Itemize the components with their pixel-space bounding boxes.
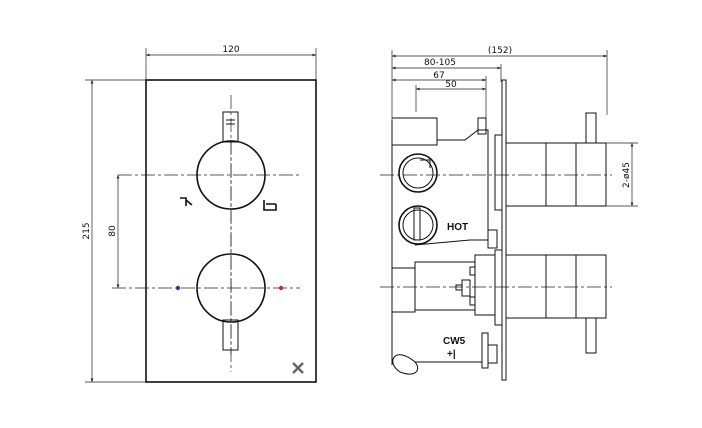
wall-plate [501, 79, 507, 381]
knob-spacing-label: 80 [108, 225, 118, 237]
valve-body [391, 117, 438, 365]
top-knob-side [505, 112, 607, 207]
faceplate [145, 79, 317, 383]
cw5-label: CW5 [443, 336, 466, 347]
front-view: 120 215 80 [82, 45, 317, 383]
cartridge-top [398, 153, 438, 193]
wall-depth-label: 80-105 [424, 58, 456, 68]
bottom-knob [196, 253, 266, 351]
knob-diameter-label: 2-ø45 [622, 162, 632, 188]
brand-x-logo [292, 362, 304, 374]
cartridge-hot [398, 205, 438, 245]
hot-indicator-dot [278, 285, 284, 291]
bottom-knob-side [505, 254, 607, 354]
cold-indicator-dot [175, 285, 181, 291]
dim-67-label: 67 [433, 71, 444, 81]
overall-depth-label: (152) [488, 46, 512, 56]
hot-label: HOT [447, 222, 468, 233]
bath-icon [263, 200, 277, 211]
height-dim-label: 215 [82, 222, 92, 239]
shower-icon [180, 197, 193, 206]
side-view: (152) 80-105 67 50 HOT C [380, 46, 638, 381]
cw5-symbol: +| [447, 349, 456, 360]
width-dim-label: 120 [222, 45, 239, 55]
dim-50-label: 50 [445, 80, 457, 90]
